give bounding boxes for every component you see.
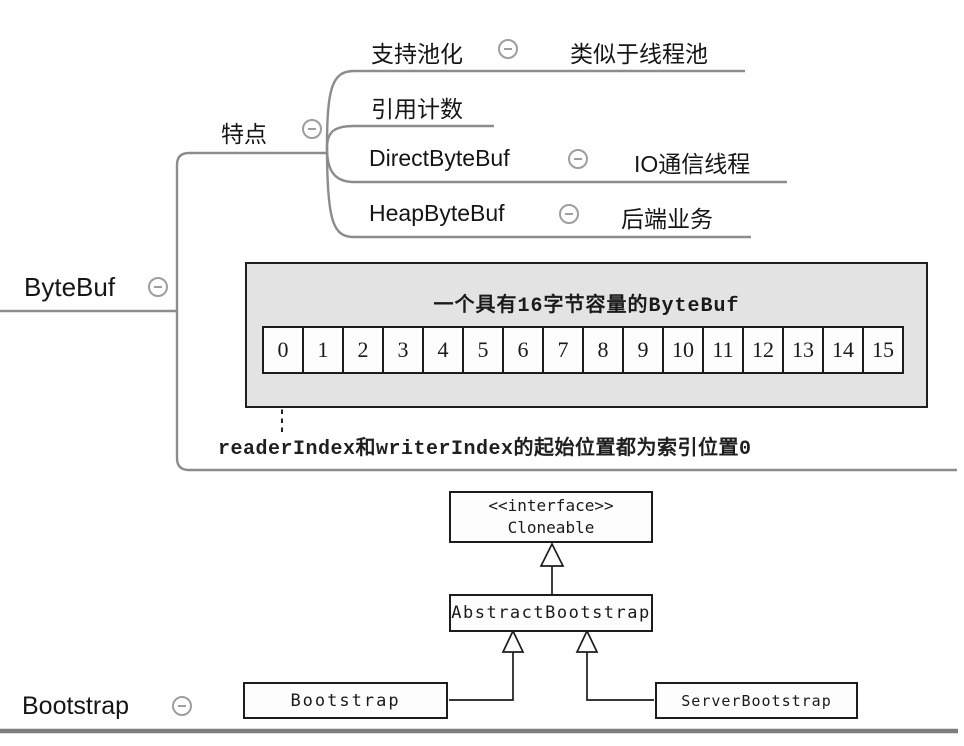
topic-features[interactable]: 特点	[221, 121, 267, 147]
uml-stereotype-label: <<interface>>	[488, 496, 614, 515]
minus-circle-icon	[504, 48, 512, 50]
minus-circle-icon	[178, 705, 186, 707]
uml-class-name: AbstractBootstrap	[451, 603, 651, 623]
byte-cell: 3	[382, 326, 424, 374]
heapbytebuf-collapse-button[interactable]	[559, 204, 579, 224]
byte-cell: 14	[822, 326, 864, 374]
byte-cell: 1	[302, 326, 344, 374]
uml-class-name: Bootstrap	[290, 690, 401, 711]
uml-class-name: ServerBootstrap	[681, 691, 832, 710]
byte-cell: 0	[262, 326, 304, 374]
byte-cell-strip: 0 1 2 3 4 5 6 7 8 9 10 11 12 13 14 15	[262, 326, 904, 374]
uml-class-cloneable: <<interface>> Cloneable	[449, 491, 653, 543]
byte-cell: 9	[622, 326, 664, 374]
minus-circle-icon	[154, 286, 162, 288]
byte-cell: 10	[662, 326, 704, 374]
uml-interface-name: Cloneable	[507, 518, 595, 537]
uml-elbow-bootstrap	[449, 652, 514, 701]
directbytebuf-collapse-button[interactable]	[568, 149, 588, 169]
byte-cell: 7	[542, 326, 584, 374]
topic-refcount[interactable]: 引用计数	[371, 96, 463, 122]
topic-heapbytebuf-note[interactable]: 后端业务	[621, 206, 713, 232]
pooling-collapse-button[interactable]	[498, 39, 518, 59]
image-caption: 一个具有16字节容量的ByteBuf	[433, 295, 740, 318]
topic-pooling-note[interactable]: 类似于线程池	[570, 41, 708, 67]
topic-pooling[interactable]: 支持池化	[371, 41, 463, 67]
root-topic-bootstrap[interactable]: Bootstrap	[22, 692, 130, 720]
byte-cell: 11	[702, 326, 744, 374]
byte-cell: 13	[782, 326, 824, 374]
bootstrap-collapse-button[interactable]	[172, 696, 192, 716]
uml-triangle-left	[501, 629, 525, 653]
minus-circle-icon	[308, 128, 316, 130]
uml-class-abstractbootstrap: AbstractBootstrap	[449, 594, 653, 632]
features-collapse-button[interactable]	[302, 119, 322, 139]
byte-cell: 15	[862, 326, 904, 374]
uml-triangle-cloneable	[539, 542, 565, 567]
bytebuf-collapse-button[interactable]	[148, 277, 168, 297]
uml-class-serverbootstrap: ServerBootstrap	[655, 682, 858, 719]
topic-heapbytebuf[interactable]: HeapByteBuf	[369, 200, 505, 226]
topic-directbytebuf-note[interactable]: IO通信线程	[634, 151, 751, 177]
minus-circle-icon	[565, 213, 573, 215]
reader-writer-index-note: readerIndex和writerIndex的起始位置都为索引位置0	[218, 438, 752, 461]
bytebuf-capacity-image[interactable]: 一个具有16字节容量的ByteBuf 0 1 2 3 4 5 6 7 8 9 1…	[245, 262, 928, 408]
uml-class-bootstrap: Bootstrap	[243, 682, 448, 719]
byte-cell: 8	[582, 326, 624, 374]
byte-cell: 2	[342, 326, 384, 374]
uml-triangle-right	[575, 629, 599, 653]
topic-directbytebuf[interactable]: DirectByteBuf	[369, 145, 510, 171]
root-topic-bytebuf[interactable]: ByteBuf	[24, 272, 116, 302]
uml-elbow-serverbootstrap	[586, 652, 654, 701]
byte-cell: 12	[742, 326, 784, 374]
byte-cell: 6	[502, 326, 544, 374]
byte-cell: 5	[462, 326, 504, 374]
byte-cell: 4	[422, 326, 464, 374]
minus-circle-icon	[574, 158, 582, 160]
